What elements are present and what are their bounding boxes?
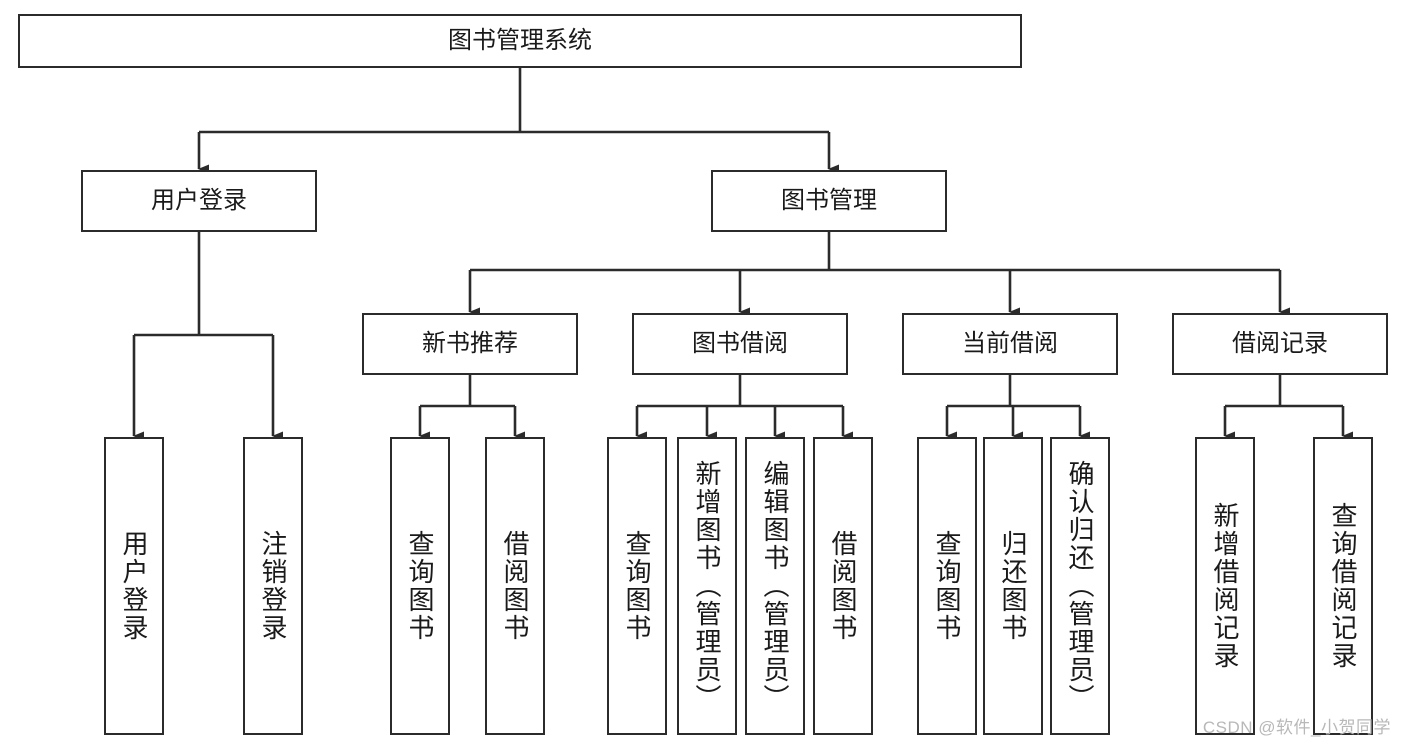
node-label-leaf-edit-book: 编辑图书（管理员） (760, 460, 790, 712)
node-book-borrow[interactable]: 图书借阅 (632, 313, 848, 375)
node-label-user-login: 用户登录 (151, 186, 247, 214)
node-label-leaf-user-login: 用户登录 (119, 530, 149, 642)
node-label-leaf-logout: 注销登录 (258, 530, 288, 642)
connector-group (132, 68, 1353, 441)
node-leaf-edit-book[interactable]: 编辑图书（管理员） (745, 437, 805, 735)
node-label-leaf-add-record: 新增借阅记录 (1210, 502, 1240, 670)
node-label-leaf-query-book-new: 查询图书 (405, 530, 435, 642)
node-label-leaf-query-book-borrow: 查询图书 (622, 530, 652, 642)
node-label-borrow-record: 借阅记录 (1232, 329, 1328, 357)
node-leaf-borrow-book[interactable]: 借阅图书 (813, 437, 873, 735)
node-label-leaf-borrow-book-new: 借阅图书 (500, 530, 530, 642)
node-label-new-book-recommend: 新书推荐 (422, 329, 518, 357)
node-leaf-query-book-new[interactable]: 查询图书 (390, 437, 450, 735)
node-label-current-borrow: 当前借阅 (962, 329, 1058, 357)
node-current-borrow[interactable]: 当前借阅 (902, 313, 1118, 375)
node-label-book-borrow: 图书借阅 (692, 329, 788, 357)
node-label-book-management: 图书管理 (781, 186, 877, 214)
node-label-root: 图书管理系统 (448, 26, 592, 54)
node-leaf-query-book-current[interactable]: 查询图书 (917, 437, 977, 735)
node-leaf-query-book-borrow[interactable]: 查询图书 (607, 437, 667, 735)
node-label-leaf-query-record: 查询借阅记录 (1328, 502, 1358, 670)
node-leaf-user-login[interactable]: 用户登录 (104, 437, 164, 735)
node-label-leaf-borrow-book: 借阅图书 (828, 530, 858, 642)
node-new-book-recommend[interactable]: 新书推荐 (362, 313, 578, 375)
node-label-leaf-return-book: 归还图书 (998, 530, 1028, 642)
node-leaf-logout[interactable]: 注销登录 (243, 437, 303, 735)
node-borrow-record[interactable]: 借阅记录 (1172, 313, 1388, 375)
node-label-leaf-add-book: 新增图书（管理员） (692, 460, 722, 712)
node-leaf-borrow-book-new[interactable]: 借阅图书 (485, 437, 545, 735)
node-leaf-confirm-return[interactable]: 确认归还（管理员） (1050, 437, 1110, 735)
node-leaf-add-record[interactable]: 新增借阅记录 (1195, 437, 1255, 735)
node-book-management[interactable]: 图书管理 (711, 170, 947, 232)
node-leaf-return-book[interactable]: 归还图书 (983, 437, 1043, 735)
node-user-login[interactable]: 用户登录 (81, 170, 317, 232)
node-leaf-add-book[interactable]: 新增图书（管理员） (677, 437, 737, 735)
watermark-text: CSDN @软件_小贺同学 (1202, 718, 1391, 737)
node-root[interactable]: 图书管理系统 (18, 14, 1022, 68)
node-label-leaf-confirm-return: 确认归还（管理员） (1065, 460, 1095, 712)
node-label-leaf-query-book-current: 查询图书 (932, 530, 962, 642)
node-leaf-query-record[interactable]: 查询借阅记录 (1313, 437, 1373, 735)
